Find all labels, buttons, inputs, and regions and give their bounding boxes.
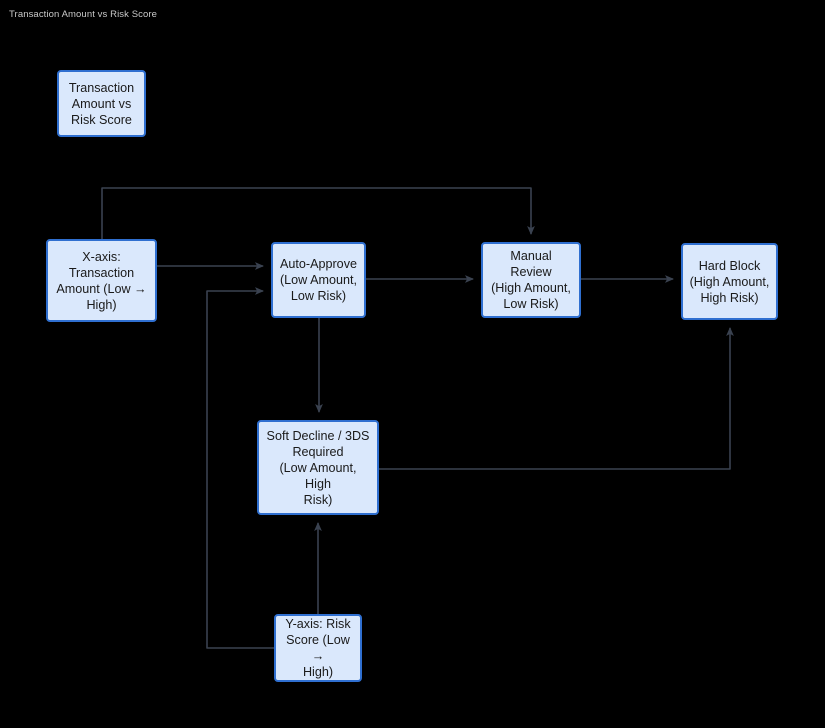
node-x-axis[interactable]: X-axis: Transaction Amount (Low → High) bbox=[46, 239, 157, 322]
page-title: Transaction Amount vs Risk Score bbox=[9, 9, 158, 20]
node-transaction-amount-vs-risk-score[interactable]: Transaction Amount vs Risk Score bbox=[57, 70, 146, 137]
edge-soft-decline-to-hard-block bbox=[379, 327, 734, 470]
node-label: Y-axis: Risk Score (Low → High) bbox=[285, 617, 351, 679]
node-y-axis[interactable]: Y-axis: Risk Score (Low → High) bbox=[274, 614, 362, 682]
edge-x-axis-to-manual-review bbox=[101, 187, 535, 239]
node-manual-review[interactable]: Manual Review (High Amount, Low Risk) bbox=[481, 242, 581, 318]
node-hard-block[interactable]: Hard Block (High Amount, High Risk) bbox=[681, 243, 778, 320]
node-soft-decline-3ds[interactable]: Soft Decline / 3DS Required (Low Amount,… bbox=[257, 420, 379, 515]
node-label: Hard Block (High Amount, High Risk) bbox=[689, 258, 770, 305]
node-label: X-axis: Transaction Amount (Low → High) bbox=[56, 249, 147, 312]
node-label: Auto-Approve (Low Amount, Low Risk) bbox=[279, 257, 357, 303]
node-auto-approve[interactable]: Auto-Approve (Low Amount, Low Risk) bbox=[271, 242, 366, 318]
node-label: Transaction Amount vs Risk Score bbox=[68, 80, 135, 127]
node-label: Manual Review (High Amount, Low Risk) bbox=[491, 249, 571, 311]
node-label: Soft Decline / 3DS Required (Low Amount,… bbox=[266, 428, 370, 507]
edges-group bbox=[101, 187, 734, 649]
